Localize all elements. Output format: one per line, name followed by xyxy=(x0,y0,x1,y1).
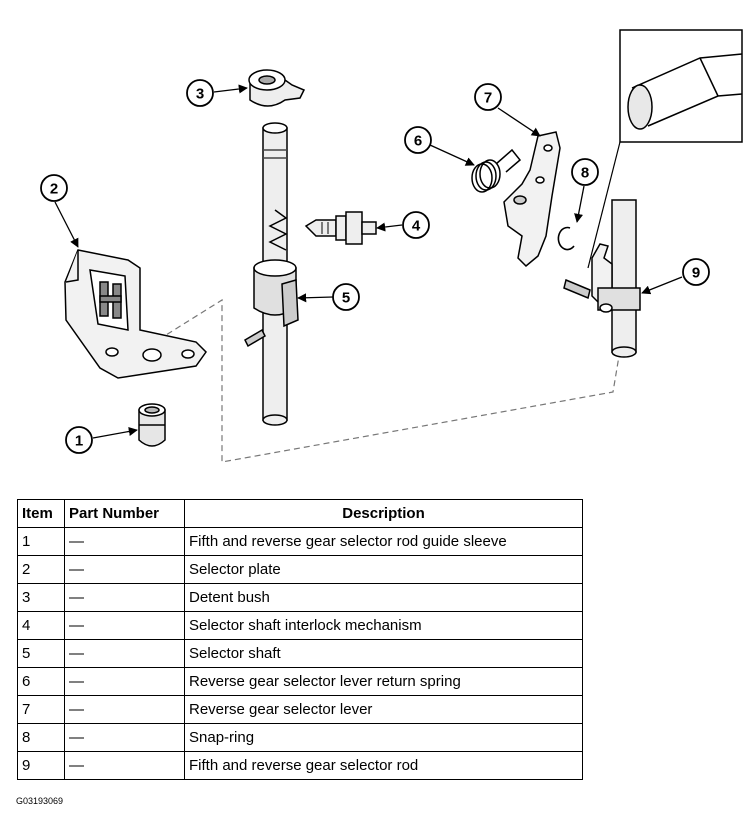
part-6-return-spring xyxy=(471,148,522,193)
table-row: 6 — Reverse gear selector lever return s… xyxy=(17,667,583,696)
callout-3: 3 xyxy=(186,79,214,107)
item-cell: 4 xyxy=(17,611,65,640)
description-cell: Fifth and reverse gear selector rod guid… xyxy=(184,527,583,556)
header-description: Description xyxy=(184,499,583,528)
table-row: 1 — Fifth and reverse gear selector rod … xyxy=(17,527,583,556)
header-item: Item xyxy=(17,499,65,528)
description-cell: Selector plate xyxy=(184,555,583,584)
description-cell: Fifth and reverse gear selector rod xyxy=(184,751,583,780)
parts-table: Item Part Number Description 1 — Fifth a… xyxy=(17,499,583,780)
description-cell: Selector shaft interlock mechanism xyxy=(184,611,583,640)
item-cell: 3 xyxy=(17,583,65,612)
part-8-snap-ring xyxy=(557,226,575,251)
svg-text:9: 9 xyxy=(692,265,700,282)
item-cell: 7 xyxy=(17,695,65,724)
description-cell: Snap-ring xyxy=(184,723,583,752)
callout-4: 4 xyxy=(402,211,430,239)
item-cell: 5 xyxy=(17,639,65,668)
description-cell: Selector shaft xyxy=(184,639,583,668)
part-number-cell: — xyxy=(64,695,185,724)
table-row: 2 — Selector plate xyxy=(17,555,583,584)
table-row: 8 — Snap-ring xyxy=(17,723,583,752)
exploded-parts-diagram: 1 2 3 4 5 6 7 8 9 xyxy=(40,29,743,463)
callout-9: 9 xyxy=(682,258,710,286)
part-9-selector-rod xyxy=(563,199,641,358)
callout-8: 8 xyxy=(571,158,599,186)
item-cell: 1 xyxy=(17,527,65,556)
svg-text:6: 6 xyxy=(414,133,422,150)
svg-text:2: 2 xyxy=(50,181,58,198)
callout-6: 6 xyxy=(404,126,432,154)
assembly-guide-line xyxy=(149,298,621,463)
callout-5: 5 xyxy=(332,283,360,311)
part-number-cell: — xyxy=(64,583,185,612)
callout-leaders xyxy=(54,84,683,439)
svg-text:5: 5 xyxy=(342,290,350,307)
table-row: 4 — Selector shaft interlock mechanism xyxy=(17,611,583,640)
svg-text:8: 8 xyxy=(581,165,589,182)
description-cell: Reverse gear selector lever return sprin… xyxy=(184,667,583,696)
detail-inset xyxy=(587,29,743,269)
part-4-interlock-mechanism xyxy=(304,211,377,245)
part-number-cell: — xyxy=(64,667,185,696)
svg-text:7: 7 xyxy=(484,90,492,107)
callout-1: 1 xyxy=(65,426,93,454)
part-7-selector-lever xyxy=(503,131,561,268)
part-number-cell: — xyxy=(64,751,185,780)
item-cell: 2 xyxy=(17,555,65,584)
part-number-cell: — xyxy=(64,555,185,584)
svg-text:4: 4 xyxy=(412,218,421,235)
part-number-cell: — xyxy=(64,639,185,668)
part-3-detent-bush xyxy=(248,69,306,107)
item-cell: 9 xyxy=(17,751,65,780)
description-cell: Detent bush xyxy=(184,583,583,612)
table-header-row: Item Part Number Description xyxy=(17,499,583,528)
table-row: 5 — Selector shaft xyxy=(17,639,583,668)
item-cell: 8 xyxy=(17,723,65,752)
table-row: 3 — Detent bush xyxy=(17,583,583,612)
table-row: 9 — Fifth and reverse gear selector rod xyxy=(17,751,583,780)
item-cell: 6 xyxy=(17,667,65,696)
table-row: 7 — Reverse gear selector lever xyxy=(17,695,583,724)
svg-text:3: 3 xyxy=(196,86,204,103)
svg-text:1: 1 xyxy=(75,433,83,450)
part-5-selector-shaft xyxy=(244,122,299,426)
description-cell: Reverse gear selector lever xyxy=(184,695,583,724)
part-number-cell: — xyxy=(64,527,185,556)
callout-2: 2 xyxy=(40,174,68,202)
part-number-cell: — xyxy=(64,611,185,640)
part-2-selector-plate xyxy=(64,249,207,379)
figure-id: G03193069 xyxy=(16,796,64,806)
part-number-cell: — xyxy=(64,723,185,752)
callout-7: 7 xyxy=(474,83,502,111)
header-part-number: Part Number xyxy=(64,499,185,528)
part-1-guide-sleeve xyxy=(138,403,166,447)
